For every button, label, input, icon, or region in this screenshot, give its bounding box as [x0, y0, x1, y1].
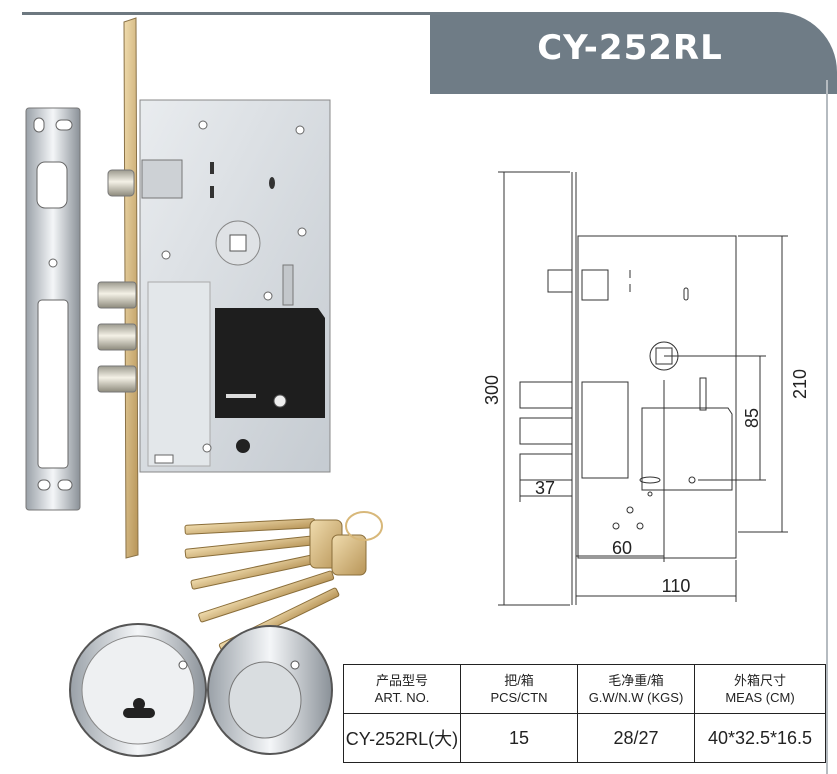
cell-art-no: CY-252RL(大)	[343, 713, 461, 763]
product-photo	[25, 17, 383, 757]
lock-body-photo	[97, 17, 331, 559]
dim-60: 60	[612, 538, 632, 558]
product-title: CY-252RL	[537, 28, 723, 68]
dim-37: 37	[535, 478, 555, 498]
title-tab	[430, 12, 837, 94]
cell-pcs-ctn: 15	[460, 713, 578, 763]
cell-weight: 28/27	[577, 713, 695, 763]
dim-300: 300	[482, 375, 502, 405]
dim-110: 110	[662, 576, 691, 596]
escutcheon-photo	[69, 623, 333, 757]
top-rule	[22, 12, 442, 15]
technical-drawing: 300 210 85 37 60 110	[482, 171, 810, 606]
table-row: CY-252RL(大) 15 28/27 40*32.5*16.5	[343, 713, 826, 763]
dim-210: 210	[790, 369, 810, 399]
cell-meas: 40*32.5*16.5	[694, 713, 826, 763]
strike-plate-photo	[25, 107, 81, 511]
right-rule	[826, 80, 828, 774]
dim-85: 85	[742, 408, 762, 428]
